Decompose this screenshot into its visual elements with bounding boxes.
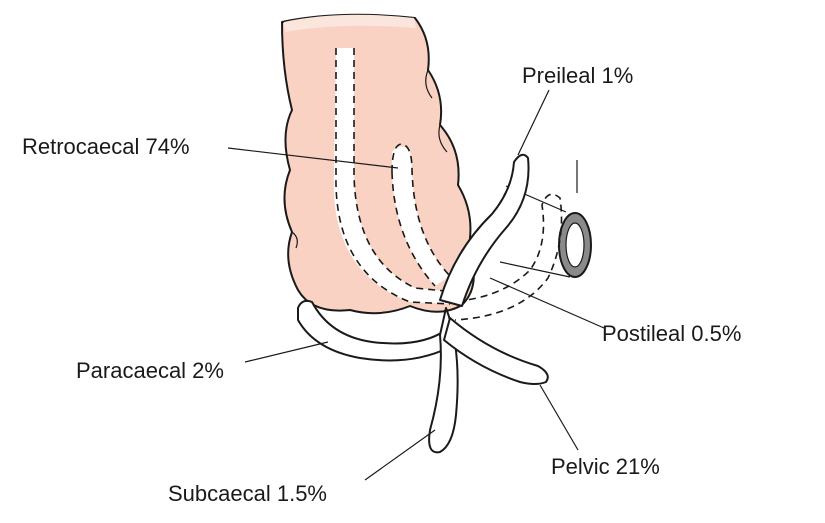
preileal-appendix bbox=[439, 153, 530, 307]
leader-paracaecal bbox=[244, 341, 329, 363]
haustral-fold bbox=[438, 124, 448, 153]
haustral-fold bbox=[425, 69, 433, 99]
leader-postileal bbox=[489, 277, 605, 329]
label-postileal: Postileal 0.5% bbox=[602, 321, 741, 346]
label-paracaecal: Paracaecal 2% bbox=[76, 358, 224, 383]
leader-retrocaecal bbox=[227, 147, 399, 169]
retrocaecal-outline bbox=[353, 48, 456, 293]
label-retrocaecal: Retrocaecal 74% bbox=[22, 134, 190, 159]
retrocaecal-tip bbox=[392, 146, 450, 286]
retrocaecal-tip-outline bbox=[391, 143, 451, 277]
paracaecal-appendix bbox=[297, 299, 449, 362]
terminal-ileum bbox=[492, 215, 575, 275]
label-subcaecal: Subcaecal 1.5% bbox=[168, 481, 327, 506]
ileum-lumen-inner bbox=[565, 222, 585, 268]
leader-subcaecal bbox=[364, 429, 436, 481]
retrocaecal-appendix bbox=[333, 48, 455, 304]
pelvic-appendix bbox=[443, 317, 549, 385]
retrocaecal-outline bbox=[335, 48, 451, 305]
caecum-top-shade bbox=[284, 14, 416, 32]
haustral-fold bbox=[291, 231, 298, 249]
label-pelvic: Pelvic 21% bbox=[551, 454, 660, 479]
leader-preileal bbox=[517, 89, 550, 156]
label-preileal: Preileal 1% bbox=[522, 63, 633, 88]
ileum-edge bbox=[499, 261, 571, 278]
retrocaecal-tip-outline bbox=[391, 171, 436, 287]
leader-pelvic bbox=[539, 384, 579, 451]
